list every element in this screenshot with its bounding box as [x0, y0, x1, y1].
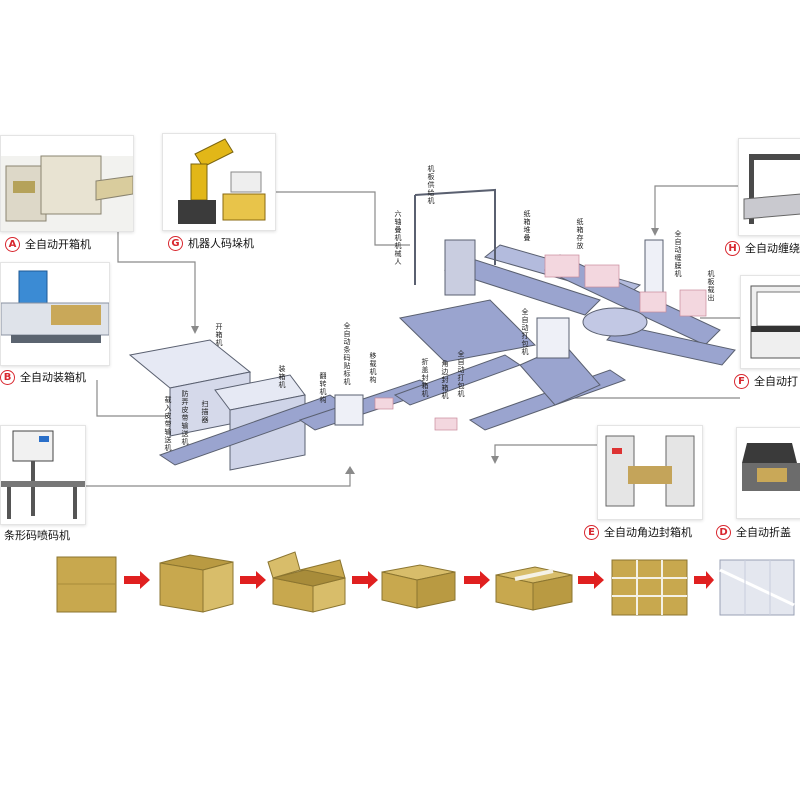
line-label-wrap: 全自动缠膜机	[674, 230, 682, 278]
label-printer: 条形码喷码机	[4, 527, 70, 543]
line-label-corner-seal: 角边封箱机	[441, 360, 449, 400]
flow-arrow	[124, 571, 150, 589]
line-label-strap: 全自动打包机	[457, 350, 465, 398]
line-label-strap-2: 全自动打包机	[521, 308, 529, 356]
printer-station	[536, 317, 570, 359]
machine-name: 全自动缠绕	[745, 242, 800, 255]
machine-name: 全自动角边封箱机	[604, 526, 692, 539]
line-label-transfer: 移载机构	[369, 352, 377, 384]
flow-box-wrapped	[719, 559, 795, 616]
flow-box-opened	[159, 554, 234, 613]
line-label-guard-belt: 防弄皮带输送机	[181, 390, 189, 446]
badge-letter: E	[584, 524, 599, 540]
machine-photo-flap-folder	[736, 427, 800, 519]
machine-name: 机器人码垛机	[188, 237, 254, 250]
machine-photo-printer	[0, 425, 86, 525]
badge-letter: B	[0, 369, 15, 385]
machine-photo-strapper	[740, 275, 800, 369]
line-label-fold-seal: 折盖封箱机	[421, 358, 429, 398]
line-label-flip: 翻转机构	[319, 372, 327, 404]
label-packer: B 全自动装箱机	[0, 369, 86, 385]
line-label-carton-store: 纸箱存放	[576, 218, 584, 250]
line-label-pallet-supply: 机板供给机	[427, 165, 435, 205]
line-label-opener: 开箱机	[215, 323, 223, 347]
label-strapper: F 全自动打	[734, 373, 798, 389]
badge-letter: D	[716, 524, 731, 540]
machine-name: 全自动开箱机	[25, 238, 91, 251]
connector-arrowhead	[651, 228, 659, 236]
label-flap-folder: D 全自动折盖	[716, 524, 791, 540]
flow-arrow	[352, 571, 378, 589]
conveyor-segment	[398, 299, 537, 363]
label-wrapper: H 全自动缠绕	[725, 240, 800, 256]
labeler-station	[334, 394, 364, 426]
label-corner-sealer: E 全自动角边封箱机	[584, 524, 692, 540]
machine-photo-packer	[0, 262, 110, 366]
robot-gantry	[414, 188, 496, 265]
label-robot: G 机器人码垛机	[168, 235, 254, 251]
flow-arrow	[240, 571, 266, 589]
flow-box-taped	[495, 566, 573, 611]
carton-stack	[584, 264, 620, 288]
carton-stack	[544, 254, 580, 278]
flow-box-closed	[381, 564, 456, 609]
badge-letter: F	[734, 373, 749, 389]
machine-photo-corner-sealer	[597, 425, 703, 520]
machine-photo-robot	[162, 133, 276, 231]
machine-name: 全自动折盖	[736, 526, 791, 539]
connector-arrowhead	[345, 466, 355, 474]
carton-on-belt	[374, 397, 394, 410]
flow-arrow	[694, 571, 714, 589]
machine-name: 条形码喷码机	[4, 529, 70, 542]
robot-arm-body	[444, 239, 476, 296]
carton-on-belt	[434, 417, 458, 431]
line-label-labeler: 全自动条码贴标机	[343, 322, 351, 386]
line-label-carton-stack: 纸箱堆叠	[523, 210, 531, 242]
machine-name: 全自动装箱机	[20, 371, 86, 384]
machine-photo-opener	[0, 135, 134, 232]
line-label-scanner: 扫描器	[201, 400, 209, 424]
flow-arrow	[464, 571, 490, 589]
flow-box-flat	[56, 556, 117, 613]
line-label-robot: 六轴叠机机械人	[394, 210, 402, 266]
carton-stack	[679, 289, 707, 317]
label-opener: A 全自动开箱机	[5, 236, 91, 252]
badge-letter: G	[168, 235, 183, 251]
line-label-packing: 装箱机	[278, 365, 286, 389]
machine-name: 全自动打	[754, 375, 798, 388]
turntable	[582, 307, 648, 337]
line-label-load-belt: 载入皮带输送机	[164, 396, 172, 452]
carton-stack	[639, 291, 667, 313]
connector-arrowhead	[491, 456, 499, 464]
flow-box-flaps	[267, 551, 346, 613]
badge-letter: A	[5, 236, 20, 252]
line-label-pallet-out: 机板载出	[707, 270, 715, 302]
flow-box-stack	[611, 559, 688, 616]
connector-arrowhead	[191, 326, 199, 334]
flow-arrow	[578, 571, 604, 589]
badge-letter: H	[725, 240, 740, 256]
machine-photo-wrapper	[738, 138, 800, 236]
